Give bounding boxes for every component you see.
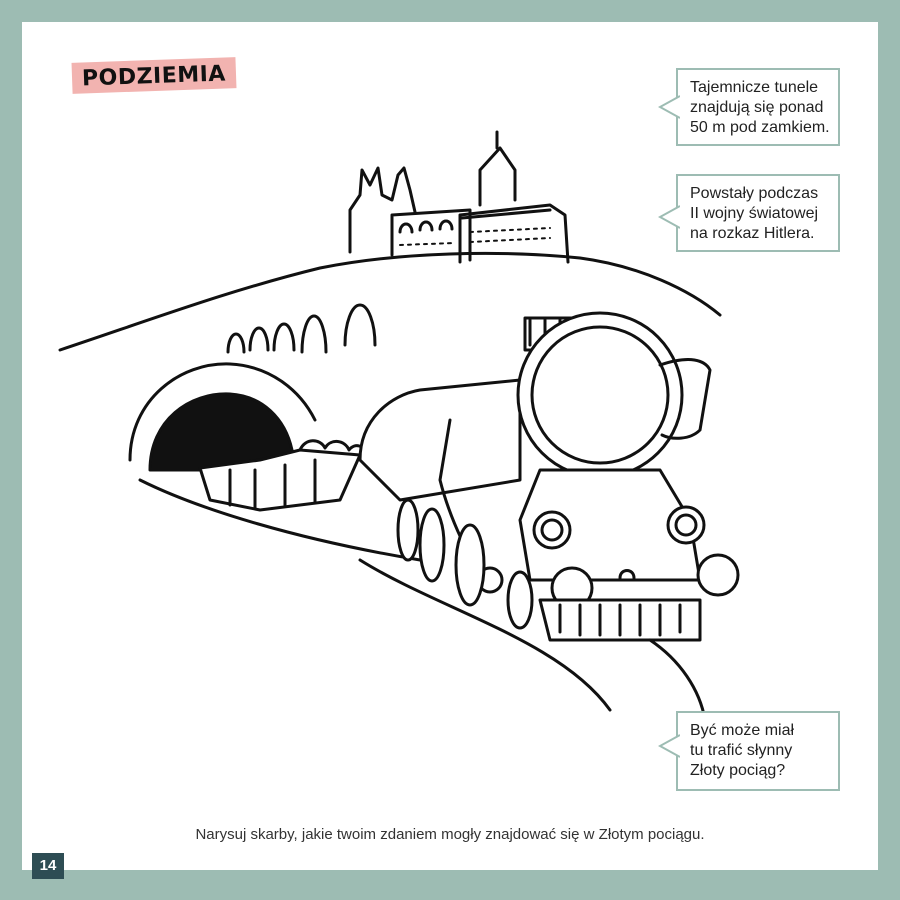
viaduct-arches (226, 303, 377, 354)
bubble-line: Tajemnicze tunele (690, 79, 819, 96)
bubble-line: 50 m pod zamkiem. (690, 119, 830, 136)
bubble-line: tu trafić słynny (690, 742, 793, 759)
hill-outline (58, 251, 722, 352)
bubble-line: II wojny światowej (690, 205, 819, 222)
speech-bubble-gold-train: Być może miał tu trafić słynny Złoty poc… (658, 711, 840, 791)
rails-drawing (358, 558, 707, 722)
drawing-instruction: Narysuj skarby, jakie twoim zdaniem mogł… (195, 826, 705, 843)
bubble-line: Powstały podczas (690, 185, 819, 202)
bubble-tail-icon (658, 205, 680, 229)
section-tag: PODZIEMIA (71, 57, 237, 94)
castle-drawing (348, 130, 570, 264)
bubble-tail-icon (658, 734, 680, 758)
train-cars (198, 439, 367, 512)
bubble-line: na rozkaz Hitlera. (690, 225, 815, 242)
bubble-line: znajdują się ponad (690, 99, 824, 116)
bubble-line: Złoty pociąg? (690, 762, 786, 779)
speech-bubble-origin: Powstały podczas II wojny światowej na r… (658, 174, 840, 252)
bubble-tail-icon (658, 95, 680, 119)
bubble-line: Być może miał (690, 722, 795, 739)
tunnel-drawing (128, 362, 422, 562)
page-number: 14 (32, 853, 64, 879)
speech-bubble-tunnels: Tajemnicze tunele znajdują się ponad 50 … (658, 68, 840, 146)
locomotive-drawing (358, 311, 740, 642)
